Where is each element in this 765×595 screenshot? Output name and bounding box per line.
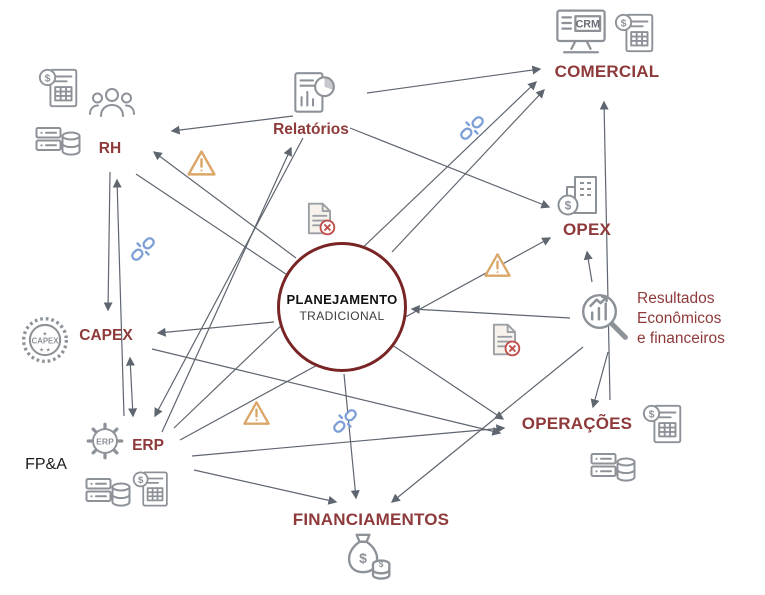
node-fpa-label: FP&A xyxy=(25,456,67,473)
connection-arrow xyxy=(391,89,545,253)
node-rh-label: RH xyxy=(98,140,122,157)
erp-gear-text: ERP xyxy=(96,436,114,446)
crm-monitor-icon: CRM xyxy=(554,5,608,59)
capex-seal-icon: ★ CAPEX ★ ★ xyxy=(20,315,70,365)
connection-arrow xyxy=(112,178,125,417)
svg-text:$: $ xyxy=(649,408,655,420)
connection-arrow xyxy=(151,348,502,436)
server-database-icon xyxy=(84,468,132,516)
resultados-line-2: Econômicos xyxy=(637,310,722,327)
warning-icon xyxy=(482,250,513,281)
resultados-line-1: Resultados xyxy=(637,290,715,307)
node-relatorios-label: Relatórios xyxy=(273,121,349,138)
spreadsheet-dollar-icon: $ xyxy=(613,10,659,56)
capex-seal-text: CAPEX xyxy=(32,337,60,346)
broken-link-icon xyxy=(127,233,159,265)
connection-arrow xyxy=(191,424,506,457)
node-capex-label: CAPEX xyxy=(79,327,133,344)
connection-arrow xyxy=(390,346,584,503)
doc-error-icon xyxy=(487,322,523,358)
gear-erp-icon: ERP xyxy=(82,418,128,464)
connection-arrow xyxy=(125,356,138,418)
node-operacoes-label: OPERAÇÕES xyxy=(521,414,633,433)
center-title: PLANEJAMENTO xyxy=(286,291,398,307)
svg-text:$: $ xyxy=(379,560,384,569)
spreadsheet-dollar-icon: $ xyxy=(37,65,83,111)
connection-arrow xyxy=(366,65,542,94)
node-resultados-label: Resultados Econômicos e financeiros xyxy=(637,289,725,349)
broken-link-icon xyxy=(329,405,361,437)
svg-text:$: $ xyxy=(621,17,627,29)
connection-arrow xyxy=(152,151,297,259)
connection-arrow xyxy=(583,250,593,283)
connection-arrow xyxy=(154,137,304,418)
connection-arrow xyxy=(156,321,275,337)
spreadsheet-dollar-icon: $ xyxy=(641,401,687,447)
connection-arrow xyxy=(410,304,571,319)
node-erp-label: ERP xyxy=(132,437,164,454)
svg-text:★ ★: ★ ★ xyxy=(39,346,51,353)
warning-icon xyxy=(185,147,218,180)
node-financiamentos-label: FINANCIAMENTOS xyxy=(292,510,450,529)
connection-arrow xyxy=(193,469,338,505)
server-database-icon xyxy=(589,443,637,491)
report-chart-icon xyxy=(287,69,337,119)
doc-error-icon xyxy=(302,201,338,237)
resultados-line-3: e financeiros xyxy=(637,330,725,347)
connection-arrow xyxy=(590,351,609,409)
svg-text:$: $ xyxy=(138,475,144,486)
node-opex-label: OPEX xyxy=(562,220,612,239)
server-database-icon xyxy=(34,117,82,165)
connection-arrow xyxy=(343,373,360,500)
building-dollar-icon: $ xyxy=(556,172,604,220)
connection-arrow xyxy=(161,146,292,433)
connection-arrow xyxy=(170,115,294,135)
connection-arrow xyxy=(103,171,113,312)
money-bag-icon: $ $ xyxy=(338,529,394,585)
spreadsheet-dollar-icon: $ xyxy=(131,468,173,510)
svg-text:$: $ xyxy=(359,550,367,566)
center-subtitle: TRADICIONAL xyxy=(299,308,385,323)
node-comercial-label: COMERCIAL xyxy=(554,62,660,81)
svg-text:$: $ xyxy=(565,199,572,213)
connection-arrow xyxy=(349,127,551,209)
svg-text:$: $ xyxy=(45,72,51,84)
svg-text:★: ★ xyxy=(42,330,47,337)
team-icon xyxy=(88,80,136,128)
magnifier-chart-icon xyxy=(577,289,631,343)
center-node: PLANEJAMENTO TRADICIONAL xyxy=(277,242,407,372)
broken-link-icon xyxy=(456,112,488,144)
crm-screen-text: CRM xyxy=(576,19,600,31)
connection-arrow xyxy=(599,100,611,401)
warning-icon xyxy=(241,398,272,429)
